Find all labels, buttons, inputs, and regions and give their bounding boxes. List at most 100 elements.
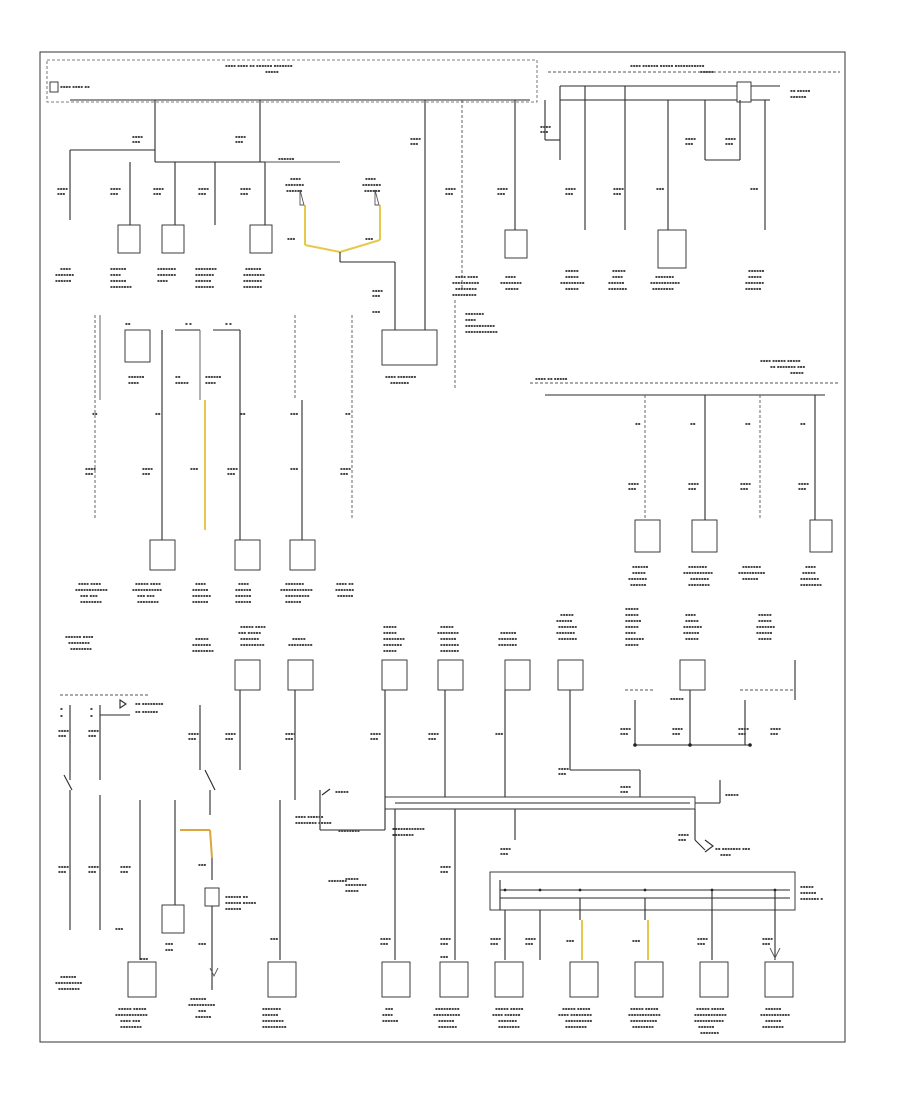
- svg-text:▪▪▪▪▪▪▪▪: ▪▪▪▪▪▪▪▪: [762, 1024, 784, 1029]
- svg-text:▪▪▪▪▪▪▪: ▪▪▪▪▪▪▪: [498, 642, 517, 647]
- svg-text:▪▪▪▪▪▪▪: ▪▪▪▪▪▪▪: [335, 587, 354, 592]
- svg-text:▪▪▪▪▪▪: ▪▪▪▪▪▪: [500, 630, 517, 635]
- svg-text:▪▪▪▪▪▪▪: ▪▪▪▪▪▪▪: [745, 280, 764, 285]
- svg-text:▪▪ ▪▪▪▪▪▪▪ ▪▪▪: ▪▪ ▪▪▪▪▪▪▪ ▪▪▪: [715, 846, 750, 851]
- svg-text:▪▪▪▪: ▪▪▪▪: [725, 136, 736, 141]
- svg-text:▪▪▪▪▪▪▪: ▪▪▪▪▪▪▪: [556, 630, 575, 635]
- svg-text:▪▪▪▪: ▪▪▪▪: [525, 936, 536, 941]
- svg-text:▪ ▪: ▪ ▪: [185, 321, 192, 326]
- svg-text:▪▪▪▪▪▪: ▪▪▪▪▪▪: [245, 266, 262, 271]
- svg-text:▪▪▪▪: ▪▪▪▪: [612, 274, 623, 279]
- svg-text:▪▪▪▪▪: ▪▪▪▪▪: [292, 636, 306, 641]
- svg-text:▪▪▪▪▪▪▪▪: ▪▪▪▪▪▪▪▪: [565, 1024, 587, 1029]
- svg-text:▪▪▪▪: ▪▪▪▪: [57, 186, 68, 191]
- svg-text:▪▪▪: ▪▪▪: [725, 141, 733, 146]
- svg-text:▪▪▪▪▪▪▪▪: ▪▪▪▪▪▪▪▪: [632, 1024, 654, 1029]
- svg-text:▪▪▪▪: ▪▪▪▪: [685, 136, 696, 141]
- svg-text:▪▪▪: ▪▪▪: [620, 789, 628, 794]
- svg-text:▪▪▪▪▪: ▪▪▪▪▪: [565, 286, 579, 291]
- svg-text:▪▪▪▪: ▪▪▪▪: [440, 864, 451, 869]
- svg-text:▪▪▪▪▪▪▪▪▪: ▪▪▪▪▪▪▪▪▪: [435, 1006, 460, 1011]
- svg-text:▪▪▪▪▪ ▪▪▪▪▪: ▪▪▪▪▪ ▪▪▪▪▪: [696, 1006, 725, 1011]
- svg-text:▪▪▪▪▪▪▪ ▪: ▪▪▪▪▪▪▪ ▪: [800, 896, 823, 901]
- svg-text:▪▪▪▪: ▪▪▪▪: [88, 864, 99, 869]
- svg-text:▪▪▪▪▪▪▪▪: ▪▪▪▪▪▪▪▪: [800, 582, 822, 587]
- svg-text:▪▪▪▪▪: ▪▪▪▪▪: [265, 69, 279, 74]
- svg-text:▪▪▪: ▪▪▪: [500, 851, 508, 856]
- row3-circuits: ▪▪▪▪▪▪ ▪▪▪▪▪▪▪▪▪▪▪▪▪▪▪▪▪▪▪▪ ▪▪▪▪▪▪▪▪▪▪▪▪…: [58, 606, 796, 990]
- svg-text:▪▪▪▪▪▪: ▪▪▪▪▪▪: [556, 618, 573, 623]
- svg-text:▪▪▪▪▪: ▪▪▪▪▪: [335, 789, 349, 794]
- svg-text:▪▪▪▪: ▪▪▪▪: [500, 846, 511, 851]
- svg-text:▪▪▪▪ ▪▪▪▪▪▪: ▪▪▪▪ ▪▪▪▪▪▪: [492, 1012, 521, 1017]
- svg-text:▪▪▪▪▪▪▪▪▪▪▪: ▪▪▪▪▪▪▪▪▪▪▪: [650, 280, 680, 285]
- svg-text:▪▪▪: ▪▪▪: [115, 926, 123, 931]
- svg-text:▪▪▪▪▪▪: ▪▪▪▪▪▪: [195, 1014, 212, 1019]
- svg-text:▪▪▪: ▪▪▪: [628, 486, 636, 491]
- svg-text:▪▪▪: ▪▪▪: [445, 191, 453, 196]
- svg-text:▪▪▪▪: ▪▪▪▪: [88, 728, 99, 733]
- svg-text:▪▪▪▪: ▪▪▪▪: [678, 832, 689, 837]
- svg-text:▪▪▪▪▪▪▪: ▪▪▪▪▪▪▪: [285, 182, 304, 187]
- svg-text:▪: ▪: [90, 713, 93, 718]
- svg-text:▪▪▪: ▪▪▪: [110, 191, 118, 196]
- svg-text:▪▪▪▪: ▪▪▪▪: [60, 266, 71, 271]
- svg-text:▪▪▪: ▪▪▪: [227, 471, 235, 476]
- svg-text:▪▪▪▪▪: ▪▪▪▪▪: [685, 618, 699, 623]
- svg-text:▪▪▪▪▪▪▪▪: ▪▪▪▪▪▪▪▪: [338, 828, 360, 833]
- svg-text:▪▪▪▪▪▪: ▪▪▪▪▪▪: [262, 1012, 279, 1017]
- svg-text:▪▪▪▪: ▪▪▪▪: [685, 612, 696, 617]
- svg-text:▪▪▪▪▪▪▪: ▪▪▪▪▪▪▪: [157, 266, 176, 271]
- svg-text:▪▪▪▪ ▪▪ ▪▪▪▪▪: ▪▪▪▪ ▪▪ ▪▪▪▪▪: [535, 376, 568, 381]
- svg-text:▪▪▪▪▪▪▪: ▪▪▪▪▪▪▪: [362, 182, 381, 187]
- svg-text:▪▪▪: ▪▪▪: [490, 941, 498, 946]
- svg-text:▪▪▪: ▪▪▪: [370, 736, 378, 741]
- svg-text:▪▪▪: ▪▪▪: [153, 191, 161, 196]
- svg-text:▪▪▪▪: ▪▪▪▪: [688, 481, 699, 486]
- svg-text:▪▪▪▪▪▪▪▪▪▪▪: ▪▪▪▪▪▪▪▪▪▪▪: [760, 1012, 790, 1017]
- svg-text:▪▪▪: ▪▪▪: [88, 733, 96, 738]
- svg-text:▪▪: ▪▪: [745, 421, 751, 426]
- svg-text:▪▪▪▪: ▪▪▪▪: [558, 766, 569, 771]
- yellow-wire-top-center: ▪▪▪▪▪▪▪▪▪▪▪▪▪▪▪▪▪ ▪▪▪▪▪▪▪▪▪▪▪▪▪▪▪▪▪ ▪▪▪ …: [285, 100, 438, 385]
- svg-text:▪▪▪▪▪▪: ▪▪▪▪▪▪: [192, 599, 209, 604]
- svg-text:▪▪▪▪: ▪▪▪▪: [805, 564, 816, 569]
- svg-text:▪▪▪▪▪▪: ▪▪▪▪▪▪: [235, 593, 252, 598]
- svg-text:▪▪▪▪▪▪▪: ▪▪▪▪▪▪▪: [55, 272, 74, 277]
- svg-text:▪▪▪▪: ▪▪▪▪: [340, 466, 351, 471]
- svg-text:▪▪▪: ▪▪▪: [678, 837, 686, 842]
- svg-text:▪▪▪▪▪▪: ▪▪▪▪▪▪: [630, 582, 647, 587]
- svg-text:▪▪▪: ▪▪▪: [495, 731, 503, 736]
- svg-text:▪▪▪▪▪▪: ▪▪▪▪▪▪: [278, 156, 295, 161]
- svg-text:▪▪▪▪: ▪▪▪▪: [540, 124, 551, 129]
- svg-text:▪▪: ▪▪: [635, 421, 641, 426]
- svg-text:▪▪▪: ▪▪▪: [365, 236, 373, 241]
- svg-text:▪▪▪▪: ▪▪▪▪: [198, 186, 209, 191]
- svg-text:▪▪▪▪▪: ▪▪▪▪▪: [345, 888, 359, 893]
- svg-text:▪▪▪: ▪▪▪: [738, 731, 746, 736]
- svg-text:▪▪▪▪▪▪▪: ▪▪▪▪▪▪▪: [195, 284, 214, 289]
- svg-text:▪▪▪▪▪▪▪▪▪▪: ▪▪▪▪▪▪▪▪▪▪: [452, 280, 479, 285]
- svg-text:▪▪▪▪▪▪▪: ▪▪▪▪▪▪▪: [756, 624, 775, 629]
- svg-text:▪▪▪▪▪▪: ▪▪▪▪▪▪: [110, 266, 127, 271]
- svg-text:▪▪▪▪▪▪▪▪: ▪▪▪▪▪▪▪▪: [500, 280, 522, 285]
- svg-text:▪▪▪▪▪▪▪: ▪▪▪▪▪▪▪: [655, 274, 674, 279]
- svg-text:▪▪▪: ▪▪▪: [88, 869, 96, 874]
- svg-text:▪▪▪: ▪▪▪: [165, 941, 173, 946]
- svg-text:▪▪▪▪▪▪▪: ▪▪▪▪▪▪▪: [192, 593, 211, 598]
- svg-text:▪▪▪▪ ▪▪▪▪: ▪▪▪▪ ▪▪▪▪: [455, 274, 478, 279]
- svg-text:▪▪▪▪: ▪▪▪▪: [770, 726, 781, 731]
- svg-text:▪▪▪▪▪▪▪: ▪▪▪▪▪▪▪: [440, 648, 459, 653]
- svg-text:▪▪▪▪▪▪▪▪: ▪▪▪▪▪▪▪▪: [455, 286, 477, 291]
- svg-text:▪▪▪: ▪▪▪: [340, 471, 348, 476]
- svg-text:▪▪▪▪▪▪: ▪▪▪▪▪▪: [632, 564, 649, 569]
- svg-text:▪▪▪▪▪▪▪▪▪▪▪▪: ▪▪▪▪▪▪▪▪▪▪▪▪: [115, 1012, 148, 1017]
- svg-text:▪▪▪▪▪▪▪▪: ▪▪▪▪▪▪▪▪: [383, 636, 405, 641]
- svg-text:▪▪▪▪▪▪▪▪▪: ▪▪▪▪▪▪▪▪▪: [560, 280, 585, 285]
- svg-text:▪▪▪▪▪▪▪: ▪▪▪▪▪▪▪: [262, 1006, 281, 1011]
- svg-text:▪▪▪: ▪▪▪: [385, 1006, 393, 1011]
- svg-text:▪▪▪▪▪: ▪▪▪▪▪: [670, 696, 684, 701]
- svg-text:▪▪▪▪▪▪▪▪▪▪▪▪: ▪▪▪▪▪▪▪▪▪▪▪▪: [628, 1012, 661, 1017]
- svg-text:▪▪▪: ▪▪▪: [165, 947, 173, 952]
- svg-text:▪▪▪: ▪▪▪: [697, 941, 705, 946]
